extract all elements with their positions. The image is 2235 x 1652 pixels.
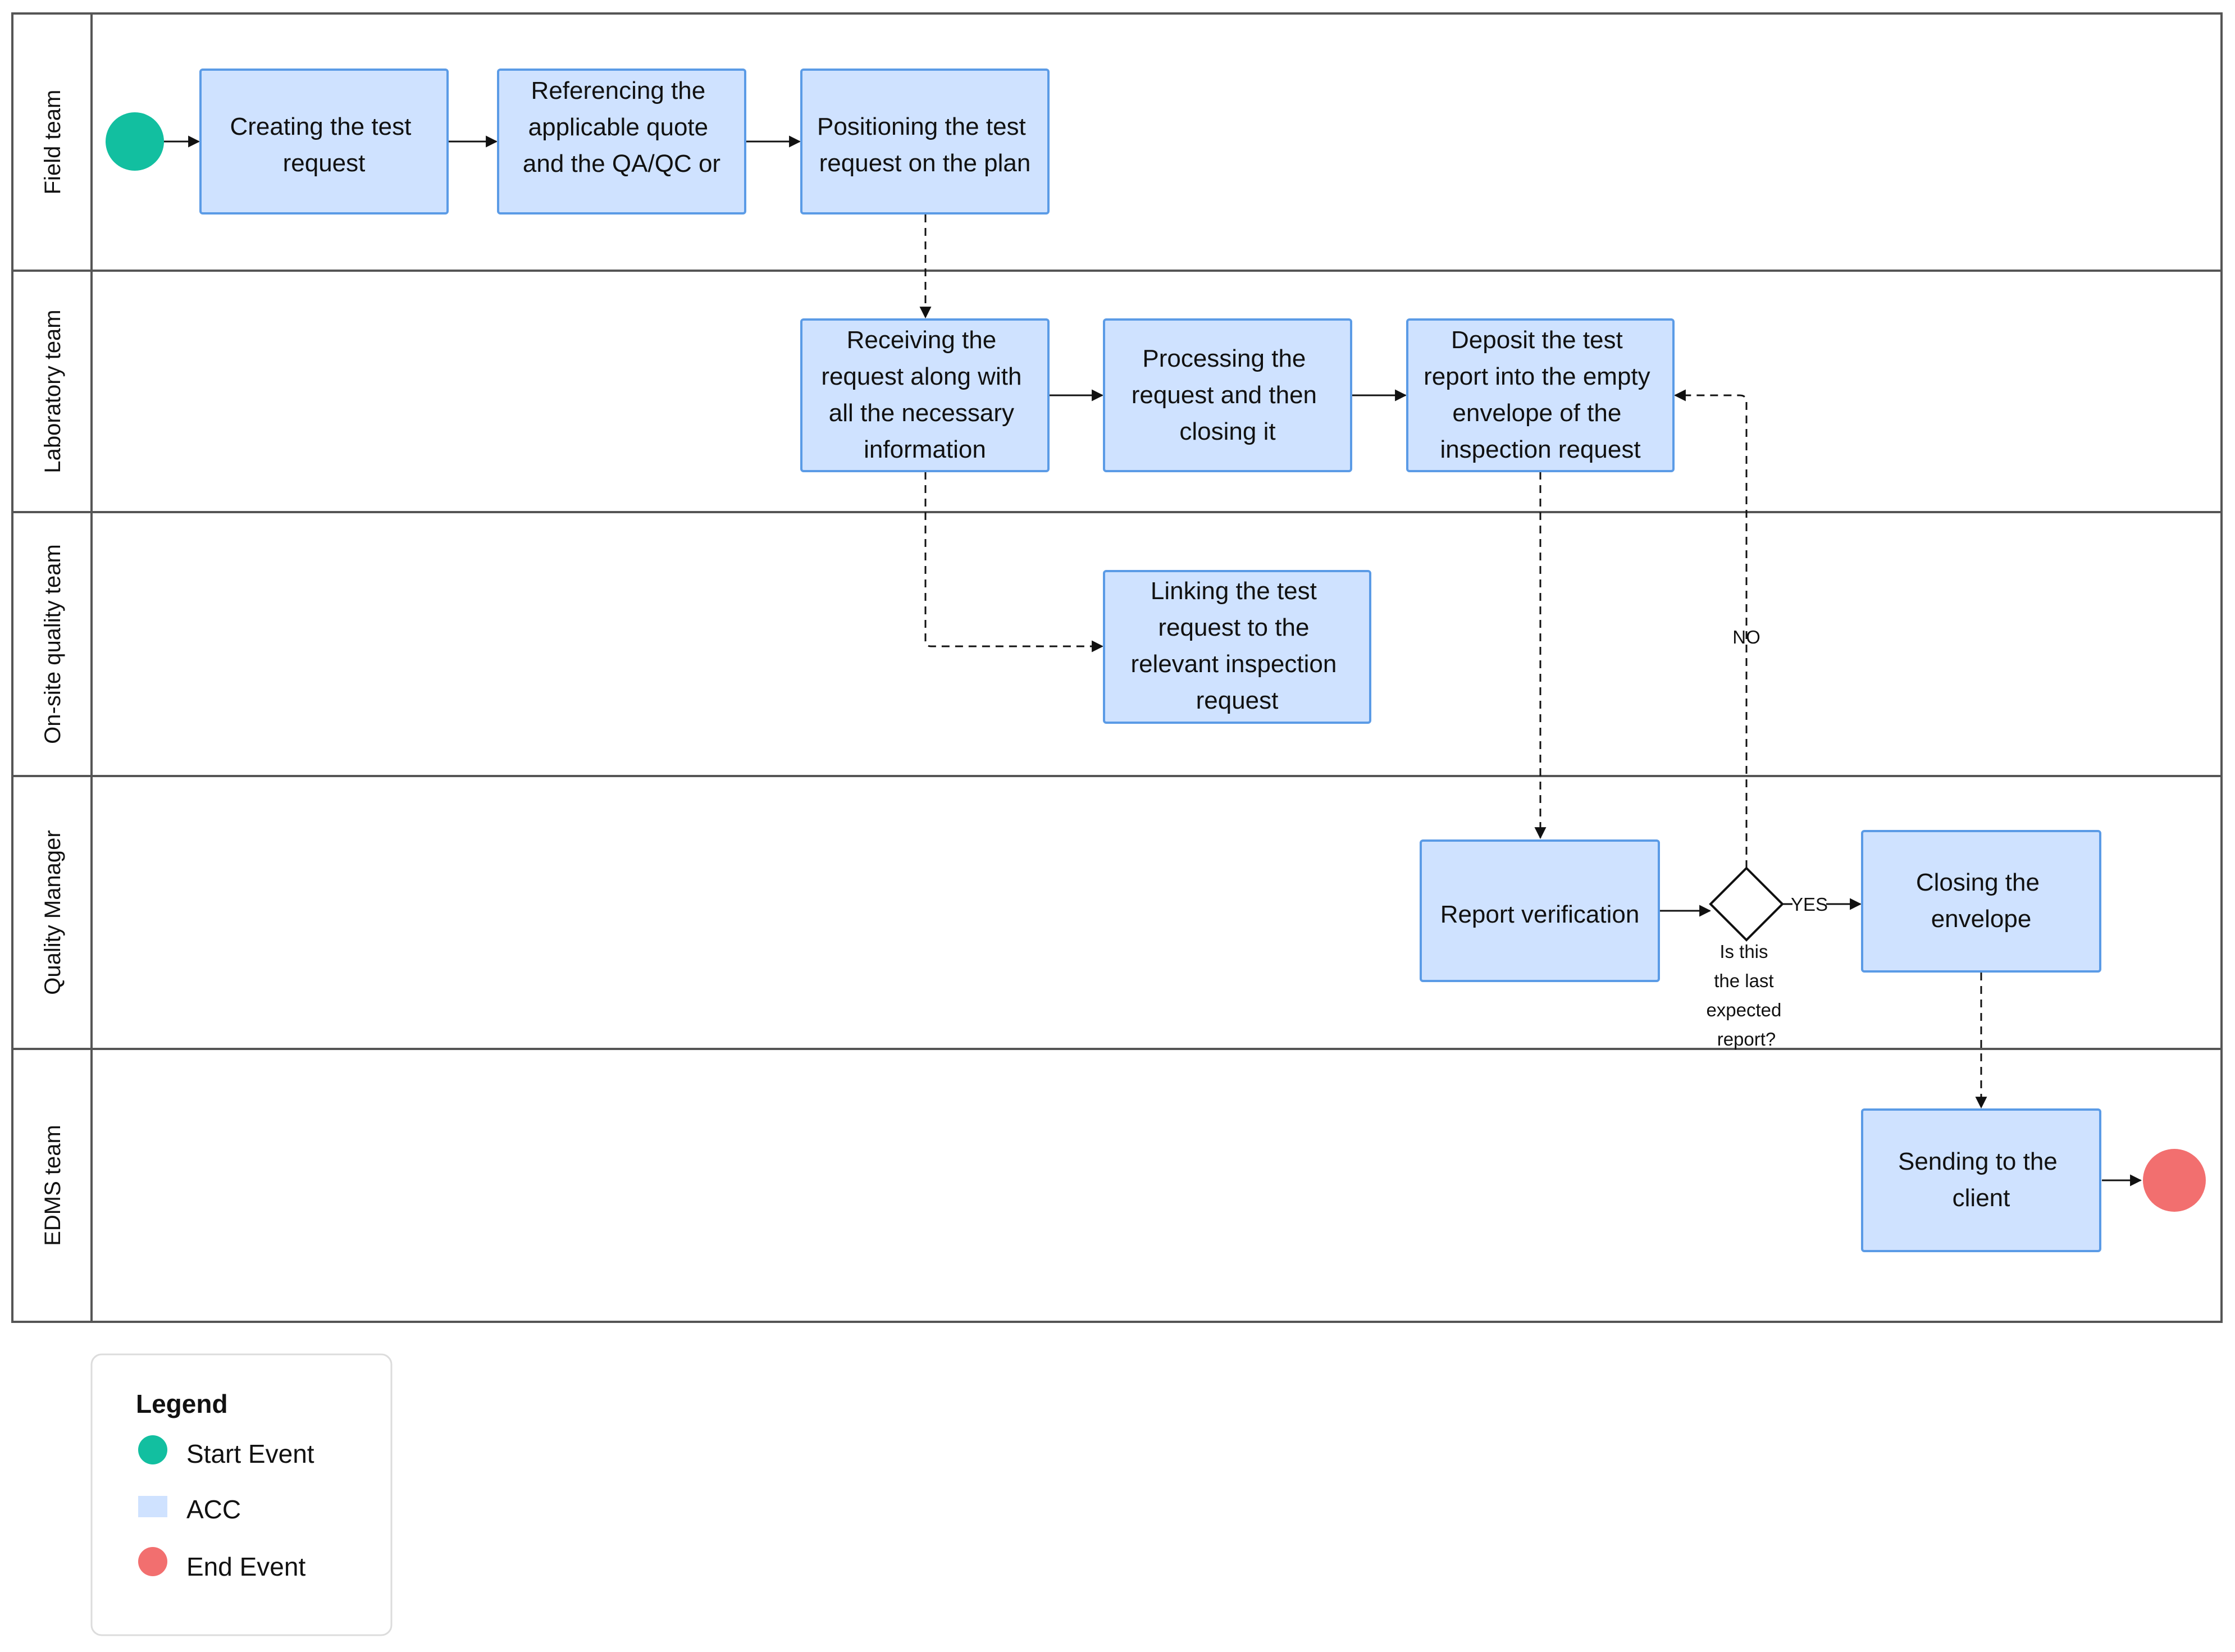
start-event xyxy=(106,112,164,171)
task-positioning-test-request: Positioning the test request on the plan xyxy=(800,69,1050,215)
lane-label-laboratory-team: Laboratory team xyxy=(40,309,65,473)
task-report-verification: Report verification xyxy=(1420,839,1660,982)
gateway-question: Is this the last expected report? xyxy=(1706,941,1786,1049)
end-event xyxy=(2143,1149,2206,1212)
svg-text:Processing the request a: Processing the request and then closing … xyxy=(1132,345,1324,445)
task-deposit-test-report: Deposit the test report into the empty e… xyxy=(1406,318,1675,472)
svg-text:Receiving the request al: Receiving the request along with all the… xyxy=(821,326,1028,463)
lane-label-field-team: Field team xyxy=(40,90,65,195)
lane-label-on-site-quality-team: On-site quality team xyxy=(40,544,65,744)
gateway-no-label: NO xyxy=(1732,627,1760,647)
decision-gateway xyxy=(1709,866,1784,942)
svg-text:Referencing the applicab: Referencing the applicable quote and the… xyxy=(523,77,720,177)
legend-start-icon xyxy=(138,1435,167,1464)
pool xyxy=(11,12,2223,1323)
legend-task-label: ACC xyxy=(186,1495,241,1524)
flow-gateway-no-to-t6 xyxy=(1673,389,1748,868)
legend-end-icon xyxy=(138,1547,167,1576)
lane-label-edms-team: EDMS team xyxy=(40,1125,65,1246)
legend-start-label: Start Event xyxy=(186,1439,314,1468)
gateway-yes-label: YES xyxy=(1791,894,1828,915)
svg-text:Positioning the test req: Positioning the test request on the plan xyxy=(817,113,1033,177)
legend-title: Legend xyxy=(136,1389,228,1418)
svg-text:Linking the test request: Linking the test request to the relevant… xyxy=(1130,577,1343,714)
svg-text:Creating the test reques: Creating the test request xyxy=(230,113,418,177)
legend-end-label: End Event xyxy=(186,1552,305,1581)
legend-task-icon xyxy=(138,1496,167,1517)
connectors xyxy=(164,135,2142,1186)
flow-t4-to-t7 xyxy=(924,472,1104,652)
task-referencing-quote: Referencing the applicable quote and the… xyxy=(497,69,746,215)
svg-text:Sending to the client: Sending to the client xyxy=(1898,1148,2064,1212)
legend: Legend Start Event ACC End Event xyxy=(90,1353,393,1636)
svg-text:Deposit the test report: Deposit the test report into the empty e… xyxy=(1424,326,1657,463)
task-creating-test-request: Creating the test request xyxy=(199,69,449,215)
task-linking-test-request: Linking the test request to the relevant… xyxy=(1103,570,1371,724)
task-sending-to-client: Sending to the client xyxy=(1861,1108,2101,1252)
lane-label-quality-manager: Quality Manager xyxy=(40,830,65,994)
pool-border xyxy=(11,12,2223,1323)
task-closing-envelope: Closing the envelope xyxy=(1861,830,2101,973)
task-receiving-request: Receiving the request along with all the… xyxy=(800,318,1050,472)
task-processing-request: Processing the request and then closing … xyxy=(1103,318,1352,472)
svg-text:Report verification: Report verification xyxy=(1440,901,1640,928)
svg-text:Closing the envelope: Closing the envelope xyxy=(1916,869,2046,933)
